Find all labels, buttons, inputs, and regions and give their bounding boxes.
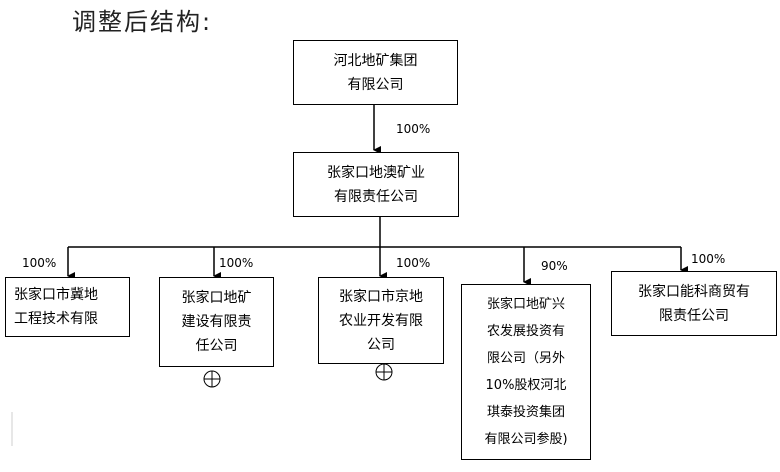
node-c1-label: 张家口市冀地 工程技术有限 bbox=[14, 287, 98, 327]
node-c2: 张家口地矿 建设有限责 任公司 bbox=[159, 277, 274, 367]
expand-icon-c2 bbox=[203, 370, 221, 388]
node-c4-label: 张家口地矿兴 农发展投资有 限公司（另外 10%股权河北 琪泰投资集团 有限公司… bbox=[484, 297, 568, 447]
node-c3: 张家口市京地 农业开发有限 公司 bbox=[318, 277, 444, 364]
node-mid-label: 张家口地澳矿业 有限责任公司 bbox=[327, 164, 425, 205]
percent-c3: 100% bbox=[396, 256, 431, 270]
page-title: 调整后结构: bbox=[72, 8, 213, 36]
percent-parent-mid: 100% bbox=[396, 122, 431, 136]
node-c5: 张家口能科商贸有 限责任公司 bbox=[611, 271, 777, 336]
expand-icon-c3 bbox=[375, 363, 393, 381]
node-parent-label: 河北地矿集团 有限公司 bbox=[333, 52, 418, 93]
node-c2-label: 张家口地矿 建设有限责 任公司 bbox=[181, 290, 252, 354]
node-c5-label: 张家口能科商贸有 限责任公司 bbox=[638, 283, 750, 324]
node-c4: 张家口地矿兴 农发展投资有 限公司（另外 10%股权河北 琪泰投资集团 有限公司… bbox=[461, 284, 591, 460]
percent-c2: 100% bbox=[219, 256, 254, 270]
percent-c5: 100% bbox=[691, 252, 726, 266]
node-c1: 张家口市冀地 工程技术有限 bbox=[5, 277, 130, 337]
percent-c1: 100% bbox=[22, 256, 57, 270]
percent-c4: 90% bbox=[541, 259, 568, 273]
node-c3-label: 张家口市京地 农业开发有限 公司 bbox=[339, 288, 423, 353]
node-mid: 张家口地澳矿业 有限责任公司 bbox=[293, 152, 459, 217]
node-parent: 河北地矿集团 有限公司 bbox=[293, 40, 458, 105]
